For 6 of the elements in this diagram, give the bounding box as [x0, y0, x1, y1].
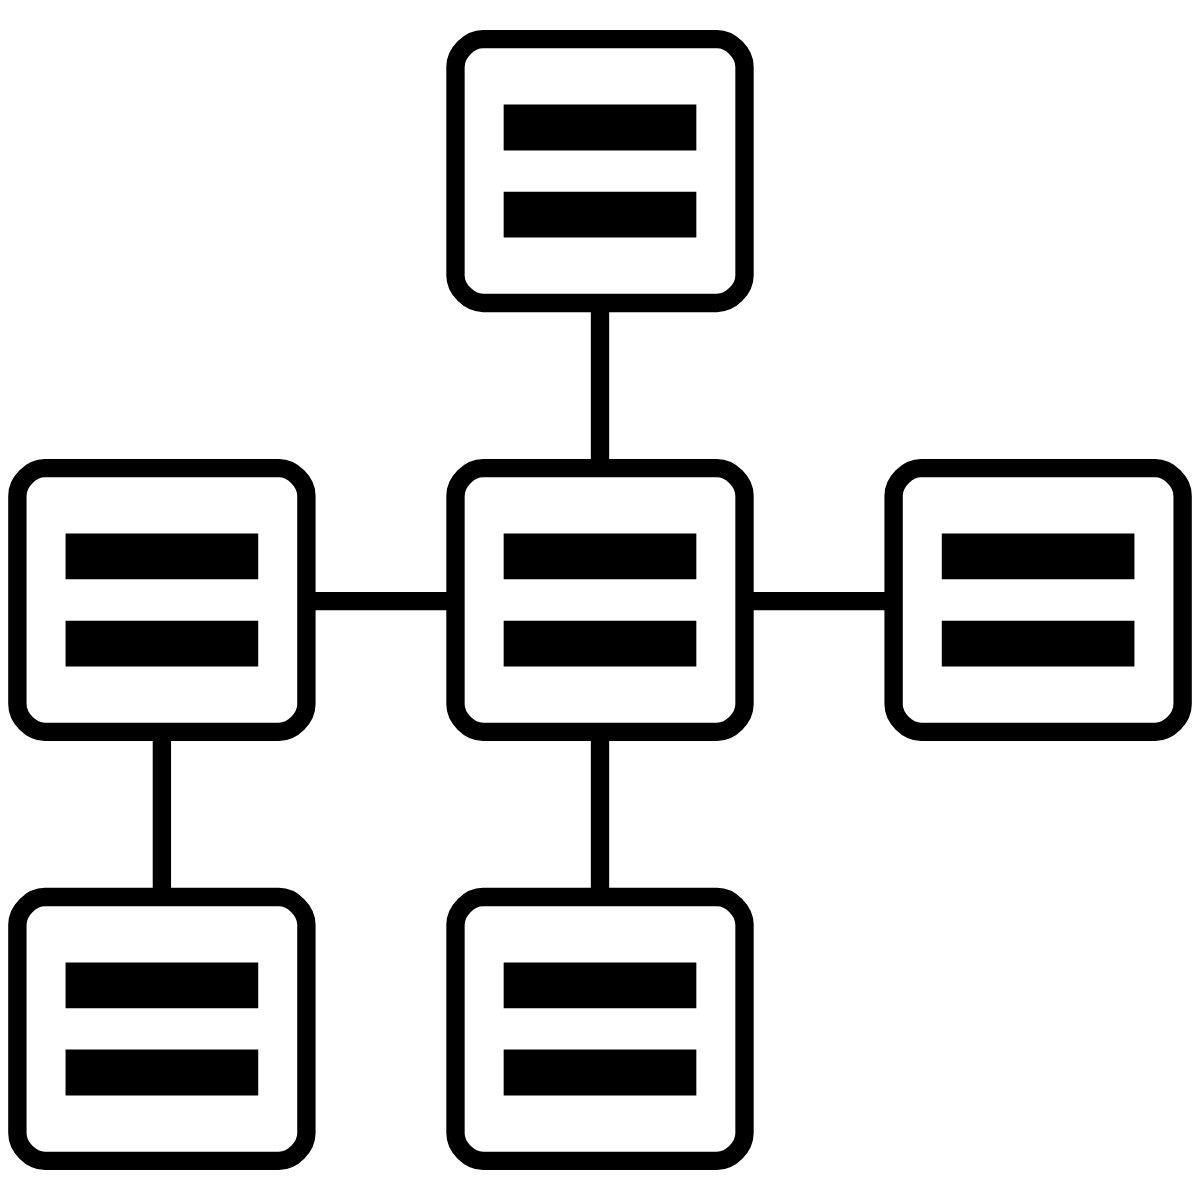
- node-box: [8, 887, 316, 1170]
- node-box: [446, 30, 754, 313]
- node-box: [446, 887, 754, 1170]
- node-box: [8, 458, 316, 742]
- node-box: [446, 458, 754, 742]
- node-box: [884, 458, 1192, 742]
